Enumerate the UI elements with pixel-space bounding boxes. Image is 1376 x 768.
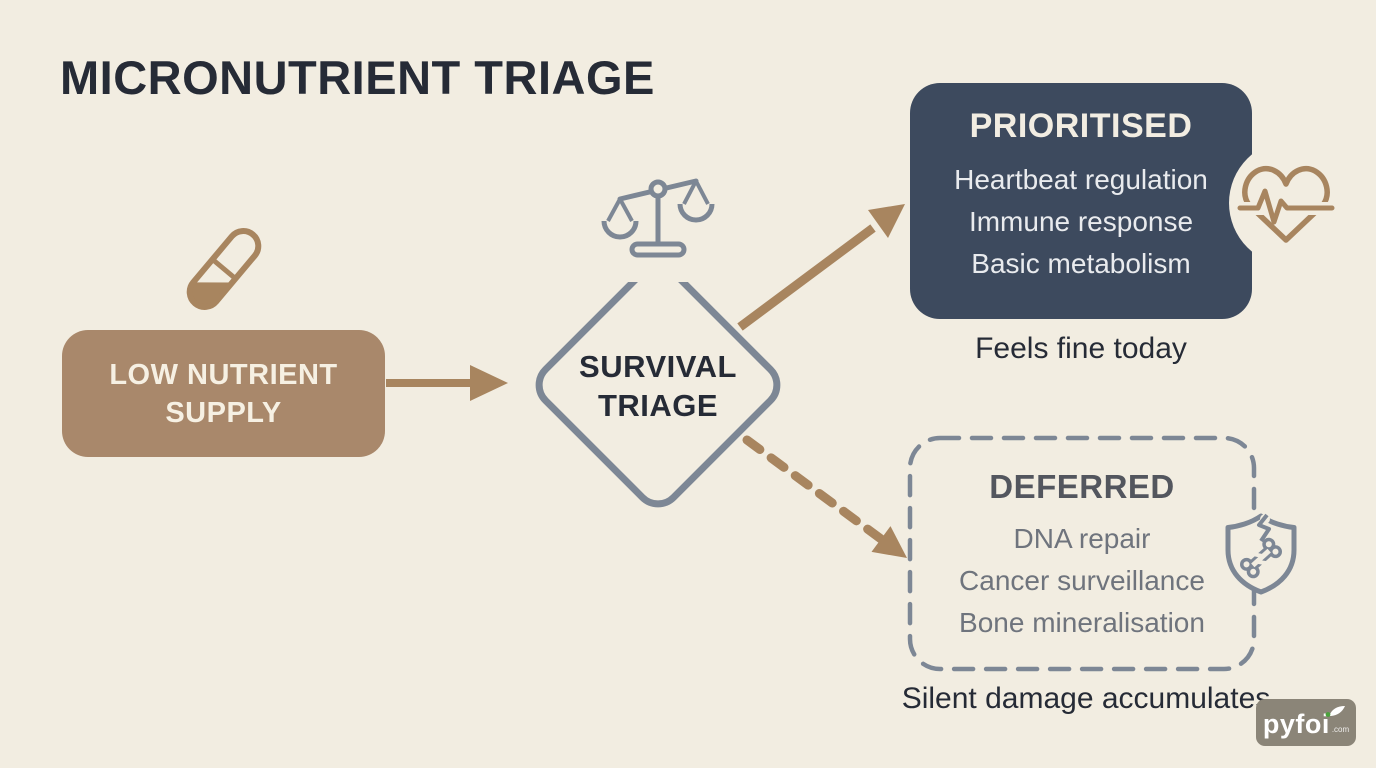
arrow-triage-to-deferred bbox=[742, 435, 907, 558]
deferred-title: DEFERRED bbox=[989, 468, 1175, 505]
survival-triage-label: SURVIVAL TRIAGE bbox=[528, 347, 788, 425]
prioritised-item: Immune response bbox=[968, 206, 1194, 237]
deferred-item: DNA repair bbox=[1013, 523, 1151, 554]
low-nutrient-supply-box: LOW NUTRIENT SUPPLY bbox=[62, 330, 385, 457]
page-title: MICRONUTRIENT TRIAGE bbox=[60, 51, 655, 104]
survival-triage-line2: TRIAGE bbox=[597, 388, 719, 423]
pyfoi-logo: pyfoi .com bbox=[1256, 699, 1356, 746]
broken-bone-shield-icon bbox=[1225, 513, 1297, 595]
pyfoi-logo-suffix: .com bbox=[1331, 725, 1350, 734]
bone-icon bbox=[1240, 537, 1282, 579]
survival-triage-line1: SURVIVAL bbox=[579, 349, 737, 384]
prioritised-caption: Feels fine today bbox=[975, 332, 1187, 365]
arrow-supply-to-triage bbox=[386, 365, 508, 401]
low-nutrient-supply-label: LOW NUTRIENT SUPPLY bbox=[109, 358, 338, 429]
heartbeat-heart-icon bbox=[1237, 165, 1335, 243]
pill-icon bbox=[186, 228, 262, 310]
decision-diamond bbox=[535, 262, 781, 508]
leaf-icon bbox=[1325, 706, 1345, 717]
deferred-caption: Silent damage accumulates bbox=[901, 682, 1271, 715]
prioritised-title: PRIORITISED bbox=[969, 107, 1193, 145]
prioritised-items: Heartbeat regulation Immune response Bas… bbox=[910, 159, 1252, 285]
balance-scales-icon bbox=[601, 178, 715, 258]
arrow-triage-to-prioritised bbox=[737, 204, 905, 331]
prioritised-item: Heartbeat regulation bbox=[954, 164, 1208, 195]
pyfoi-logo-text: pyfoi bbox=[1262, 709, 1330, 739]
prioritised-box: PRIORITISED Heartbeat regulation Immune … bbox=[910, 83, 1252, 319]
deferred-box: DEFERRED DNA repair Cancer surveillance … bbox=[910, 438, 1254, 644]
prioritised-item: Basic metabolism bbox=[971, 248, 1191, 279]
deferred-item: Bone mineralisation bbox=[959, 607, 1205, 638]
deferred-item: Cancer surveillance bbox=[959, 565, 1205, 596]
deferred-items: DNA repair Cancer surveillance Bone mine… bbox=[910, 518, 1254, 644]
